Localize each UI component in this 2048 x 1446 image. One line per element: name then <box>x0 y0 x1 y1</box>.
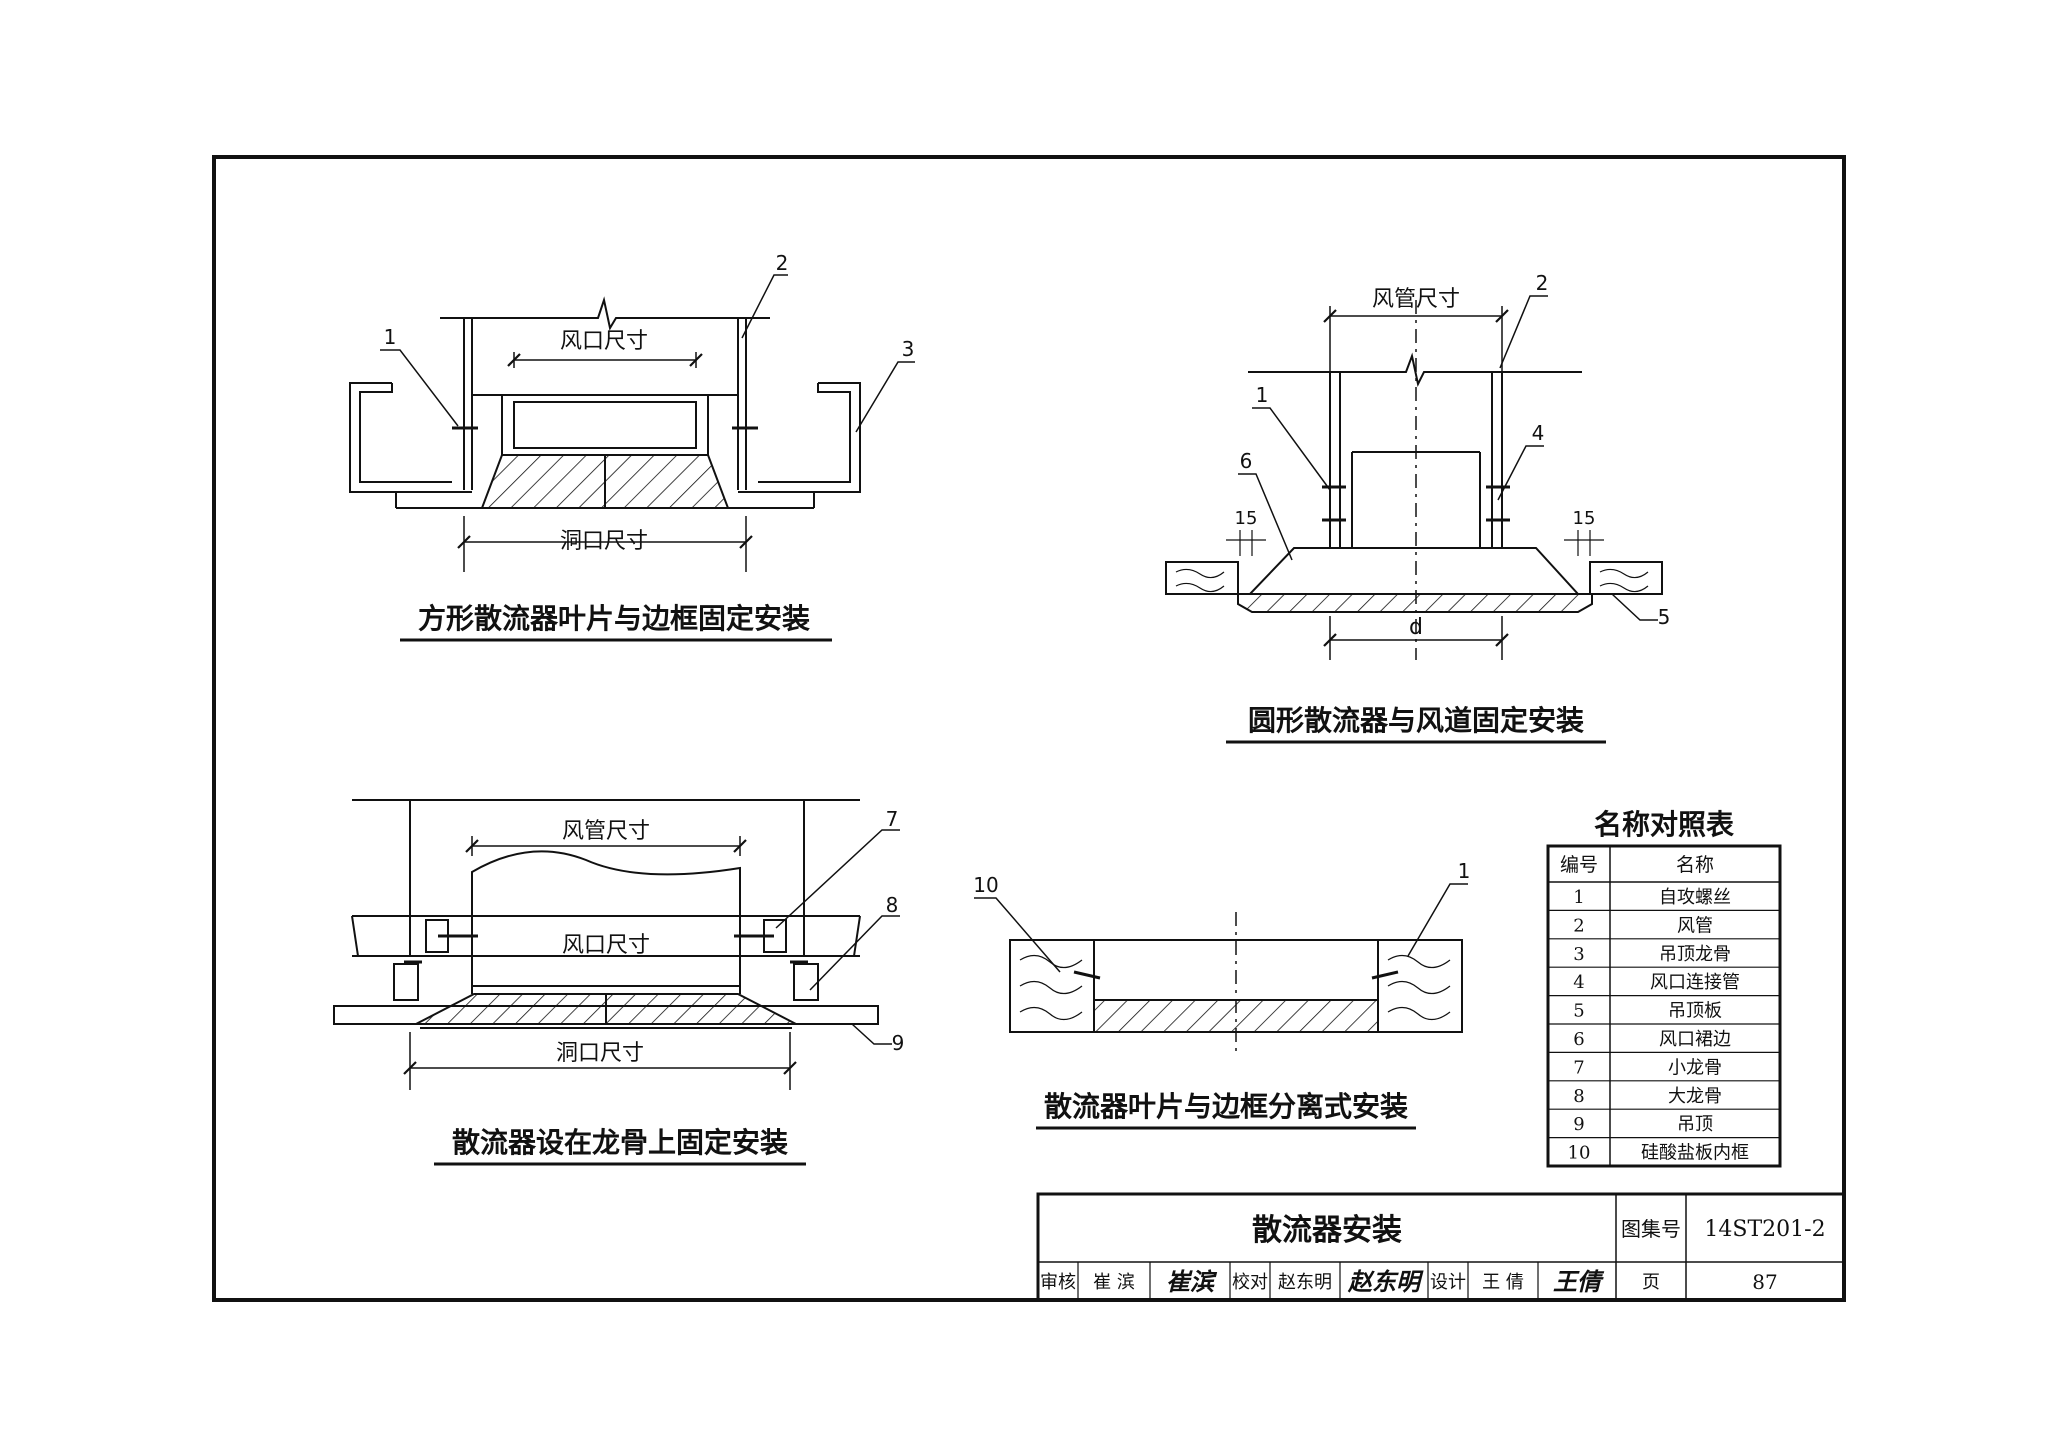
legend-header: 编号 <box>1560 854 1598 876</box>
legend-row-name: 风管 <box>1677 915 1713 936</box>
legend-row-name: 风口连接管 <box>1650 972 1740 993</box>
keel-callout-8: 8 <box>886 893 899 917</box>
sheet-border <box>212 155 1846 1302</box>
page-number: 87 <box>1752 1270 1777 1294</box>
design-label: 设计 <box>1430 1272 1466 1293</box>
separate-callout-1: 1 <box>1458 859 1471 883</box>
keel-dim-outlet: 风口尺寸 <box>562 933 650 958</box>
legend-row-number: 2 <box>1573 915 1584 936</box>
round-callout-2: 2 <box>1536 271 1549 295</box>
keel-dim-opening: 洞口尺寸 <box>556 1041 644 1066</box>
round-callout-4: 4 <box>1532 421 1545 445</box>
legend-title: 名称对照表 <box>1594 808 1734 841</box>
legend-row-name: 自攻螺丝 <box>1659 887 1731 908</box>
round-callout-5: 5 <box>1658 605 1671 629</box>
legend-row-number: 3 <box>1573 944 1584 965</box>
keel-callout-9: 9 <box>892 1031 905 1055</box>
legend-row-number: 10 <box>1568 1143 1591 1164</box>
keel-dim-duct: 风管尺寸 <box>562 819 650 844</box>
square-callout-1: 1 <box>384 325 397 349</box>
legend-row-name: 小龙骨 <box>1668 1057 1722 1078</box>
legend-row-number: 5 <box>1573 1001 1584 1022</box>
review-name: 崔 滨 <box>1093 1272 1135 1293</box>
legend-row-number: 1 <box>1573 887 1584 908</box>
title-block-title: 散流器安装 <box>1252 1213 1402 1248</box>
square-callout-3: 3 <box>902 337 915 361</box>
legend-row-name: 吊顶板 <box>1668 1001 1722 1022</box>
legend-table: 编号 名称 1 自攻螺丝 2 风管 3 吊顶龙骨 4 风口连接管 5 吊顶板 6 风口裙边 7 小龙骨 8 大龙骨… <box>1546 844 1782 1168</box>
caption-keel-fixed: 散流器设在龙骨上固定安装 <box>452 1126 788 1159</box>
check-name: 赵东明 <box>1278 1272 1332 1293</box>
legend-row-number: 8 <box>1573 1086 1584 1107</box>
round-dim-15-right: 15 <box>1573 508 1596 529</box>
drawing-keel-fixed <box>333 799 900 1090</box>
caption-separate: 散流器叶片与边框分离式安装 <box>1044 1090 1408 1123</box>
square-dim-opening: 洞口尺寸 <box>560 529 648 554</box>
legend-row-name: 吊顶 <box>1677 1114 1713 1135</box>
atlas-number: 14ST201-2 <box>1704 1217 1825 1242</box>
title-block <box>1036 1192 1846 1302</box>
page-label: 页 <box>1642 1272 1660 1293</box>
legend-row-number: 6 <box>1573 1029 1584 1050</box>
check-label: 校对 <box>1232 1272 1268 1293</box>
drawing-round-fixed <box>1165 295 1663 660</box>
check-signature: 赵东明 <box>1347 1267 1424 1296</box>
square-callout-2: 2 <box>776 251 789 275</box>
legend-header: 名称 <box>1676 854 1714 876</box>
legend-row-number: 4 <box>1573 972 1584 993</box>
round-dim-15-left: 15 <box>1235 508 1258 529</box>
caption-round-fixed: 圆形散流器与风道固定安装 <box>1248 704 1584 737</box>
legend-row-name: 吊顶龙骨 <box>1659 944 1731 965</box>
review-label: 审核 <box>1040 1272 1076 1293</box>
caption-square-fixed: 方形散流器叶片与边框固定安装 <box>418 602 810 635</box>
legend-row-name: 风口裙边 <box>1659 1029 1731 1050</box>
design-name: 王 倩 <box>1482 1272 1524 1293</box>
separate-callout-10: 10 <box>973 873 998 897</box>
round-dim-d: d <box>1409 615 1423 640</box>
legend-row-number: 9 <box>1573 1114 1584 1135</box>
legend-row-name: 大龙骨 <box>1668 1086 1722 1107</box>
round-dim-duct: 风管尺寸 <box>1372 287 1460 312</box>
square-dim-outlet: 风口尺寸 <box>560 329 648 354</box>
atlas-label: 图集号 <box>1621 1217 1681 1241</box>
round-callout-6: 6 <box>1240 449 1253 473</box>
drawing-separate <box>974 883 1468 1052</box>
round-callout-1: 1 <box>1256 383 1269 407</box>
keel-callout-7: 7 <box>886 807 899 831</box>
design-signature: 王倩 <box>1553 1267 1605 1296</box>
legend-row-number: 7 <box>1573 1057 1584 1078</box>
drawing-square-fixed <box>349 274 915 572</box>
review-signature: 崔滨 <box>1166 1267 1218 1296</box>
legend-row-name: 硅酸盐板内框 <box>1641 1143 1749 1164</box>
